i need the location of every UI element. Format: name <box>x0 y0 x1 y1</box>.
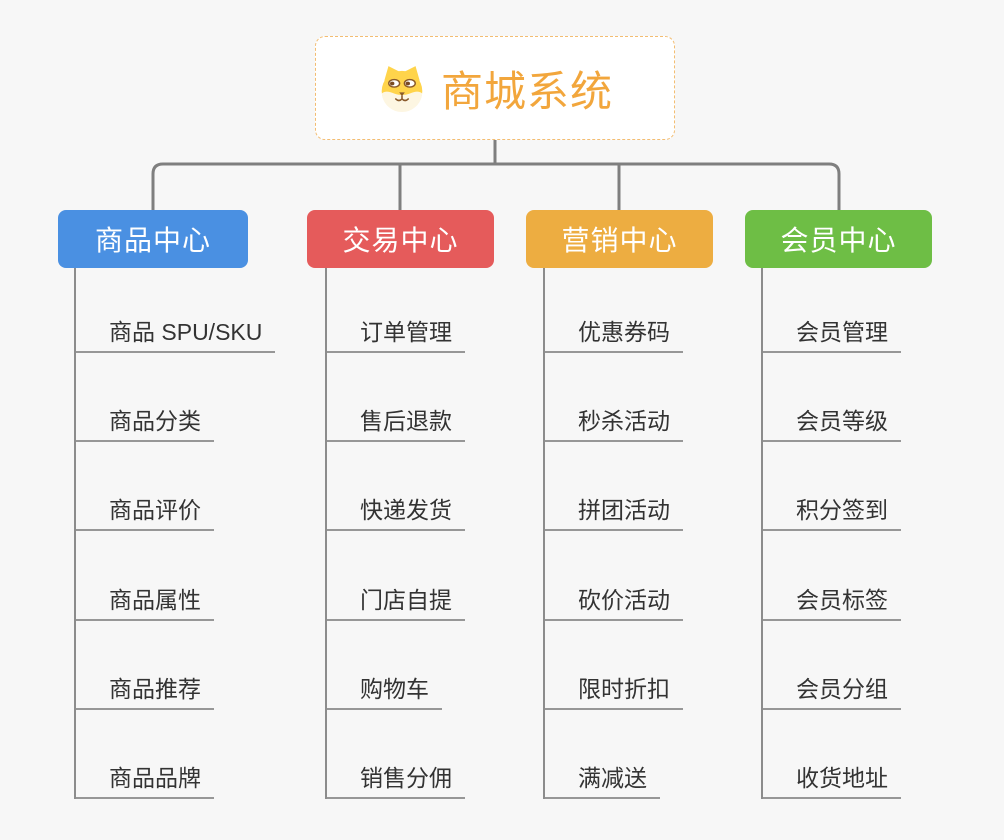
tree-item[interactable]: 商品品牌 <box>76 761 214 799</box>
branch-node-trade-center[interactable]: 交易中心 <box>307 210 494 268</box>
tree-item[interactable]: 商品推荐 <box>76 672 214 710</box>
tree-item[interactable]: 商品评价 <box>76 493 214 532</box>
branch-node-product-center[interactable]: 商品中心 <box>58 210 248 268</box>
tree-item[interactable]: 会员标签 <box>763 583 901 621</box>
tree-item[interactable]: 售后退款 <box>327 404 465 443</box>
tree-item[interactable]: 订单管理 <box>327 315 465 353</box>
branch-column-marketing: 优惠券码 秒杀活动 拼团活动 砍价活动 限时折扣 满减送 <box>543 268 781 799</box>
tree-item[interactable]: 会员管理 <box>763 315 901 353</box>
branch-node-marketing-center[interactable]: 营销中心 <box>526 210 713 268</box>
tree-item[interactable]: 拼团活动 <box>545 493 683 532</box>
branch-column-trade: 订单管理 售后退款 快递发货 门店自提 购物车 销售分佣 <box>325 268 563 799</box>
tree-item[interactable]: 商品 SPU/SKU <box>76 315 276 353</box>
tree-item[interactable]: 销售分佣 <box>327 761 465 799</box>
tree-item[interactable]: 收货地址 <box>763 761 901 799</box>
branch-column-product: 商品 SPU/SKU 商品分类 商品评价 商品属性 商品推荐 商品品牌 <box>74 268 312 799</box>
tree-item[interactable]: 会员等级 <box>763 404 901 443</box>
branch-node-member-center[interactable]: 会员中心 <box>745 210 932 268</box>
tree-item[interactable]: 满减送 <box>545 761 660 799</box>
tree-item[interactable]: 秒杀活动 <box>545 404 683 443</box>
branch-label: 交易中心 <box>342 225 459 256</box>
tree-item[interactable]: 砍价活动 <box>545 583 683 621</box>
branch-label: 会员中心 <box>780 225 897 256</box>
root-title: 商城系统 <box>440 67 613 115</box>
shiba-dog-icon <box>381 66 423 113</box>
tree-item[interactable]: 优惠券码 <box>545 315 683 353</box>
branch-label: 营销中心 <box>561 225 678 256</box>
tree-item[interactable]: 快递发货 <box>327 493 465 532</box>
tree-item[interactable]: 商品分类 <box>76 404 214 443</box>
tree-item[interactable]: 会员分组 <box>763 672 901 710</box>
tree-item[interactable]: 购物车 <box>327 672 442 710</box>
branch-label: 商品中心 <box>94 225 211 256</box>
branch-column-member: 会员管理 会员等级 积分签到 会员标签 会员分组 收货地址 <box>761 268 999 799</box>
tree-item[interactable]: 限时折扣 <box>545 672 683 710</box>
tree-item[interactable]: 商品属性 <box>76 583 214 621</box>
root-node-mall-system[interactable]: 商城系统 <box>315 36 675 140</box>
tree-item[interactable]: 门店自提 <box>327 583 465 621</box>
tree-item[interactable]: 积分签到 <box>763 493 901 532</box>
